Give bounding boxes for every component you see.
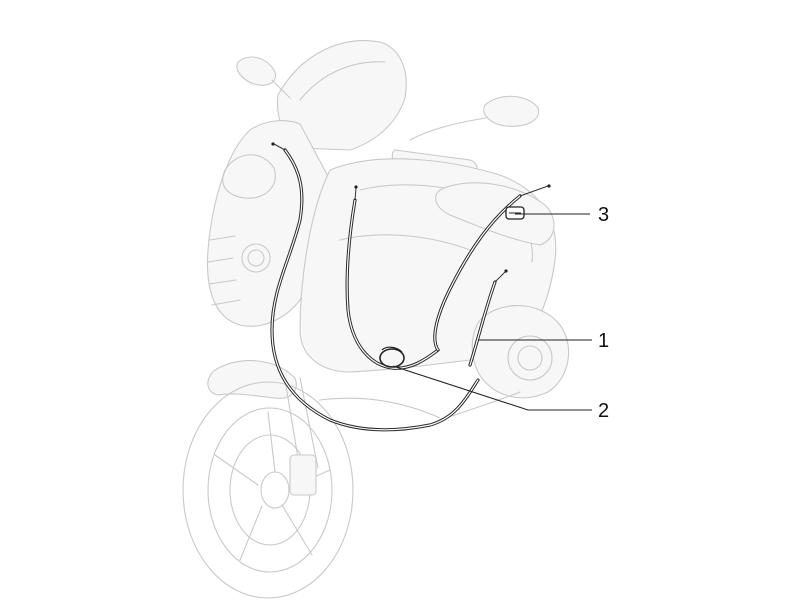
cable-loop-clip: [379, 346, 405, 368]
headlight: [222, 154, 276, 199]
front-fascia: [206, 120, 332, 327]
leader-line-2: [392, 365, 592, 411]
front-logo: [241, 243, 271, 273]
right-mirror: [483, 95, 540, 127]
callout-2: 2: [598, 400, 609, 422]
cable-left: [270, 142, 480, 432]
front-wheel: [182, 381, 354, 599]
scooter-ghost-outline: [182, 40, 570, 599]
callout-3: 3: [598, 204, 609, 226]
cable-assembly: [270, 142, 551, 432]
left-mirror: [236, 56, 277, 86]
seat: [435, 182, 555, 246]
cable-clamp-3: [505, 206, 525, 220]
cable-lower-right: [468, 269, 508, 367]
cable-right: [433, 184, 551, 352]
leader-lines: [392, 213, 592, 411]
front-fender: [207, 360, 297, 399]
cable-middle: [345, 185, 440, 370]
callout-1: 1: [598, 330, 609, 352]
